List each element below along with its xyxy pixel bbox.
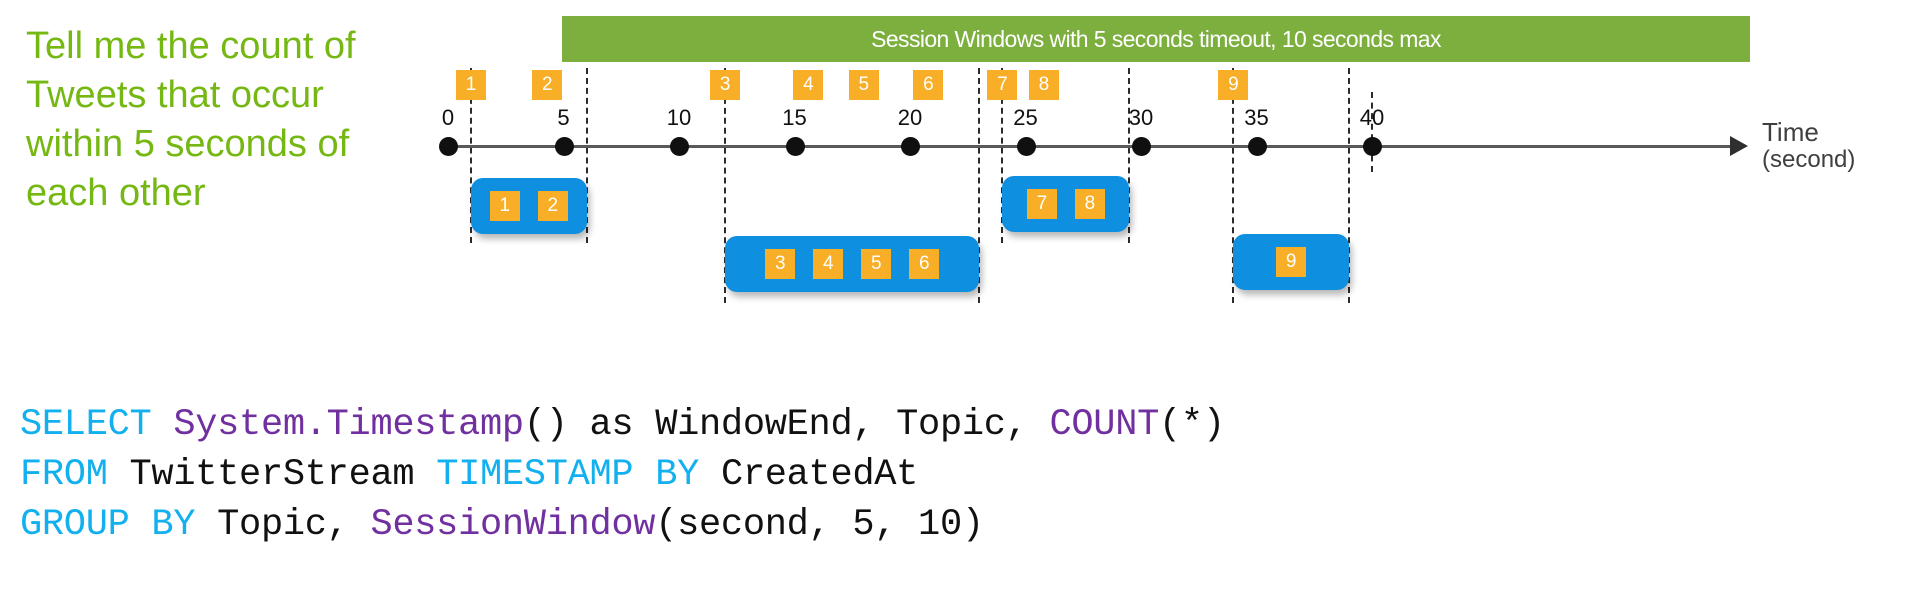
boundary-line-window-3-start xyxy=(1001,68,1004,243)
session-event-marker-2: 2 xyxy=(537,191,568,221)
session-box-window-4: 9 xyxy=(1233,234,1349,290)
event-marker-9: 9 xyxy=(1218,70,1249,100)
axis-dot-10 xyxy=(670,137,689,156)
prompt-text: Tell me the count of Tweets that occur wit… xyxy=(26,22,426,218)
session-window-banner: Session Windows with 5 seconds timeout, … xyxy=(562,16,1750,62)
axis-tick-label-20: 20 xyxy=(897,105,923,130)
prompt-line-1: Tell me the count of xyxy=(26,25,356,67)
sql-token-fn-3-3: SessionWindow xyxy=(370,504,656,546)
axis-dot-15 xyxy=(785,137,805,156)
axis-dot-40 xyxy=(1363,137,1382,156)
axis-tick-label-10: 10 xyxy=(666,105,692,130)
axis-title: Time (second) xyxy=(1762,117,1856,174)
prompt-line-4: each other xyxy=(26,172,206,215)
boundary-line-window-2-start xyxy=(724,68,727,303)
sql-line-2: FROM TwitterStream TIMESTAMP BY CreatedA… xyxy=(20,450,1225,500)
event-marker-4: 4 xyxy=(793,70,824,100)
session-event-marker-1: 1 xyxy=(489,191,520,221)
axis-tick-label-25: 25 xyxy=(1013,105,1038,130)
boundary-line-window-1-end xyxy=(585,68,588,243)
session-event-marker-5: 5 xyxy=(861,249,892,279)
sql-token-id-3-2: Topic, xyxy=(217,504,371,546)
axis-tick-label-15: 15 xyxy=(782,105,807,130)
session-event-marker-7: 7 xyxy=(1026,189,1057,219)
axis-tick-label-0: 0 xyxy=(441,105,455,130)
axis-arrow-icon xyxy=(1730,136,1748,156)
session-event-marker-9: 9 xyxy=(1276,247,1307,277)
session-event-marker-8: 8 xyxy=(1074,189,1105,219)
axis-dot-0 xyxy=(439,137,458,156)
sql-token-fn-1-2: System.Timestamp xyxy=(173,404,524,446)
sql-token-id-1-5: (*) xyxy=(1159,404,1225,446)
axis-tick-label-35: 35 xyxy=(1244,105,1269,130)
sql-token-id-3-4: (second, 5, 10) xyxy=(655,504,984,546)
event-marker-3: 3 xyxy=(710,70,741,100)
event-marker-1: 1 xyxy=(456,70,487,100)
sql-token-id-1-3: () as WindowEnd, Topic, xyxy=(523,404,1050,446)
event-marker-6: 6 xyxy=(913,70,944,100)
prompt-line-2: Tweets that occur xyxy=(26,74,324,117)
event-marker-8: 8 xyxy=(1028,70,1059,100)
axis-tick-label-30: 30 xyxy=(1128,105,1154,130)
axis-baseline xyxy=(448,145,1732,148)
axis-dot-5 xyxy=(554,137,574,156)
axis-dot-25 xyxy=(1016,137,1036,156)
axis-dot-20 xyxy=(901,137,920,156)
axis-tick-label-5: 5 xyxy=(557,105,570,130)
axis-tick-label-40: 40 xyxy=(1359,105,1385,130)
session-event-marker-6: 6 xyxy=(909,249,940,279)
boundary-line-end-of-axis xyxy=(1371,92,1373,172)
boundary-line-window-4-end xyxy=(1347,68,1350,303)
axis-dot-35 xyxy=(1247,137,1267,156)
event-marker-7: 7 xyxy=(987,70,1018,100)
event-marker-5: 5 xyxy=(848,70,879,100)
boundary-line-window-2-end xyxy=(978,68,981,303)
axis-title-main: Time xyxy=(1762,117,1819,147)
sql-token-fn-1-4: COUNT xyxy=(1049,404,1160,446)
boundary-line-window-3-end xyxy=(1128,68,1131,243)
sql-token-kw-2-3: TIMESTAMP BY xyxy=(436,454,721,496)
sql-line-1: SELECT System.Timestamp() as WindowEnd, … xyxy=(20,400,1225,450)
session-event-marker-3: 3 xyxy=(765,249,796,279)
sql-token-kw-2-1: FROM xyxy=(20,454,130,496)
session-event-marker-4: 4 xyxy=(813,249,844,279)
axis-title-unit: (second) xyxy=(1762,146,1856,174)
boundary-line-window-4-start xyxy=(1232,68,1235,303)
event-marker-2: 2 xyxy=(532,70,563,100)
banner-label: Session Windows with 5 seconds timeout, … xyxy=(871,25,1441,52)
sql-query: SELECT System.Timestamp() as WindowEnd, … xyxy=(20,400,1225,550)
prompt-line-3: within 5 seconds of xyxy=(26,123,350,166)
sql-token-kw-3-1: GROUP BY xyxy=(20,504,218,546)
sql-token-id-2-4: CreatedAt xyxy=(720,454,919,496)
sql-line-3: GROUP BY Topic, SessionWindow(second, 5,… xyxy=(20,500,1225,550)
sql-token-kw-1-1: SELECT xyxy=(20,404,174,446)
session-window-diagram: Session Windows with 5 seconds timeout, … xyxy=(439,16,1856,303)
axis-dot-30 xyxy=(1132,137,1151,156)
sql-token-id-2-2: TwitterStream xyxy=(129,454,437,496)
boundary-line-window-1-start xyxy=(470,68,473,243)
